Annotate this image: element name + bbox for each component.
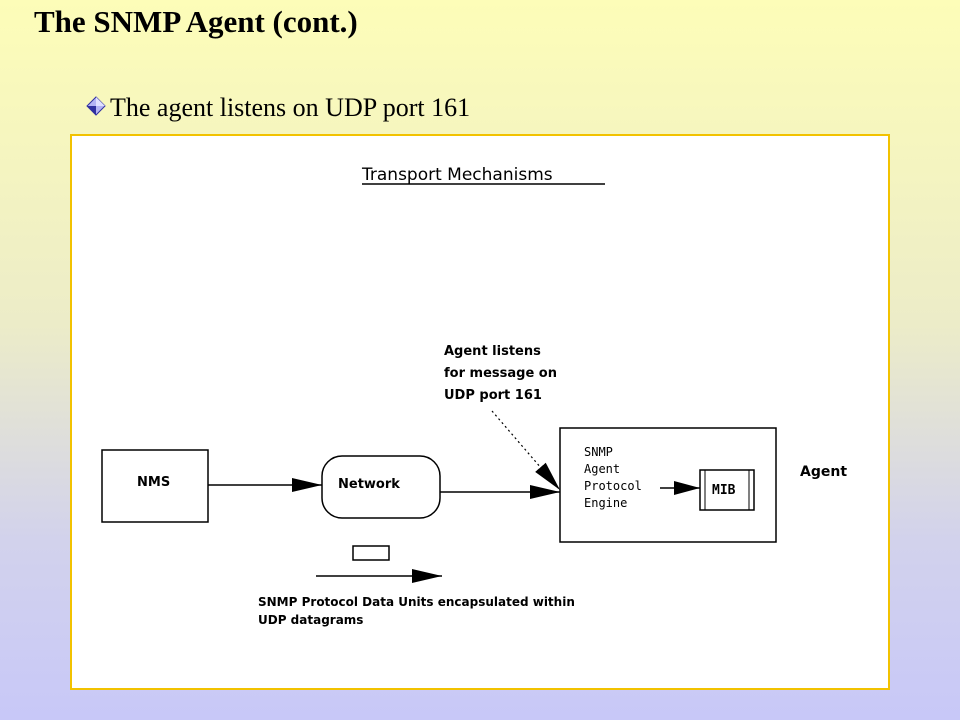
engine-line-1: SNMP <box>584 445 613 459</box>
mib-box <box>699 469 755 511</box>
mib-label: MIB <box>712 483 736 498</box>
legend-line-1: SNMP Protocol Data Units encapsulated wi… <box>258 595 575 609</box>
agent-label: Agent <box>800 464 847 480</box>
diagram-heading: Transport Mechanisms <box>361 165 553 185</box>
legend-line-2: UDP datagrams <box>258 613 363 627</box>
diamond-bullet-icon <box>86 96 106 116</box>
annotation-line-2: for message on <box>444 366 557 381</box>
nms-box <box>101 449 209 523</box>
network-box <box>321 455 441 519</box>
annotation-dotted-arrow <box>491 410 561 491</box>
legend-datagram-box <box>352 545 390 561</box>
annotation-line-1: Agent listens <box>444 344 541 359</box>
engine-line-3: Protocol <box>584 479 642 493</box>
nms-label: NMS <box>137 475 170 490</box>
transport-mechanisms-diagram: Transport Mechanisms NMS Network Agent l… <box>101 165 847 627</box>
engine-line-4: Engine <box>584 496 627 510</box>
agent-engine-box <box>559 427 777 543</box>
network-label: Network <box>338 477 400 492</box>
slide-title: The SNMP Agent (cont.) <box>34 4 358 39</box>
diagram-panel: Transport Mechanisms NMS Network Agent l… <box>70 134 890 690</box>
bullet-text: The agent listens on UDP port 161 <box>110 93 471 122</box>
engine-line-2: Agent <box>584 462 620 476</box>
annotation-line-3: UDP port 161 <box>444 388 542 403</box>
